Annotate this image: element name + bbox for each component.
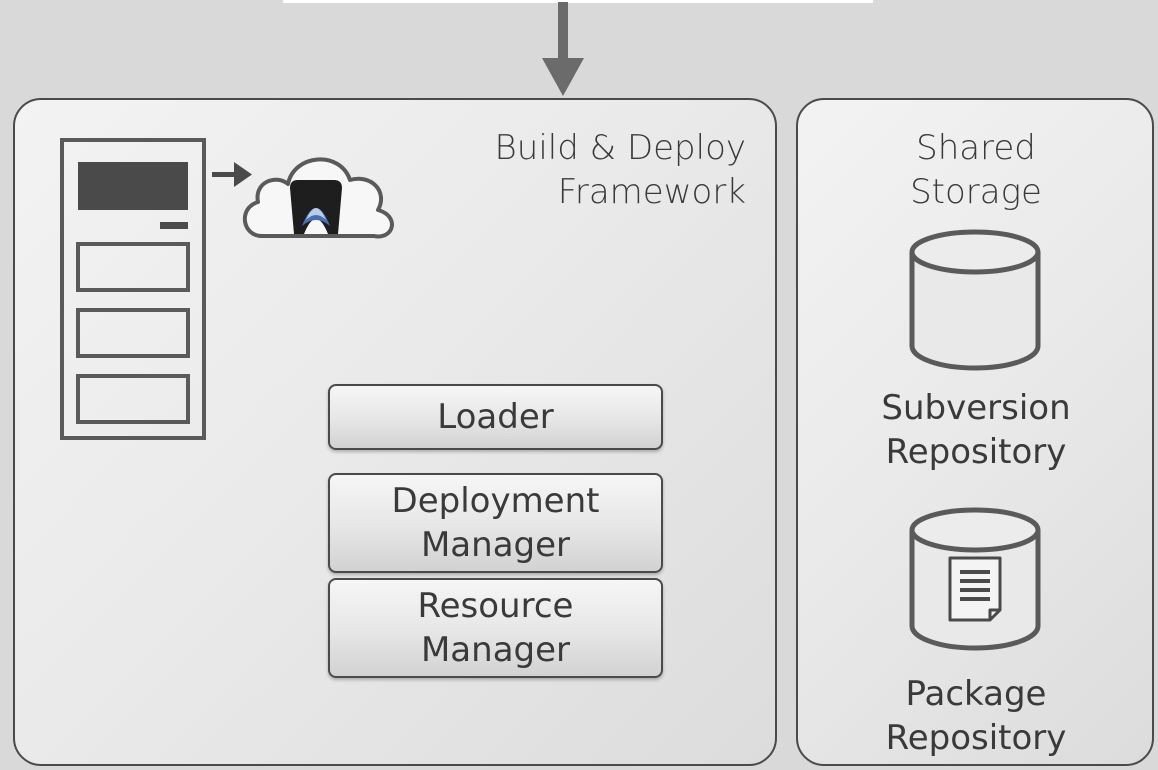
package-repository-line2: Repository (885, 718, 1067, 758)
build-deploy-title-line1: Build & Deploy (494, 128, 746, 168)
arrow-right-icon (212, 162, 252, 187)
database-icon (909, 229, 1041, 371)
deployment-manager-line1: Deployment (391, 481, 600, 521)
shared-storage-title-line2: Storage (910, 172, 1042, 212)
app-logo-icon (290, 180, 342, 234)
loader-module: Loader (328, 384, 663, 450)
arrow-down-icon (542, 2, 584, 96)
build-deploy-title: Build & Deploy Framework (440, 126, 746, 214)
loader-label: Loader (437, 397, 554, 437)
document-icon (948, 556, 1002, 622)
shared-storage-title-line1: Shared (916, 128, 1036, 168)
shared-storage-title: Shared Storage (800, 126, 1152, 214)
subversion-repository-line1: Subversion (881, 388, 1071, 428)
resource-manager-module: Resource Manager (328, 578, 663, 678)
resource-manager-line1: Resource (417, 586, 574, 626)
package-repository-line1: Package (905, 674, 1047, 714)
resource-manager-label: Resource Manager (418, 584, 574, 672)
build-deploy-title-line2: Framework (557, 172, 746, 212)
deployment-manager-module: Deployment Manager (328, 473, 663, 573)
subversion-repository-line2: Repository (885, 432, 1067, 472)
subversion-repository-label: Subversion Repository (800, 386, 1152, 474)
package-repository-label: Package Repository (800, 672, 1152, 760)
deployment-manager-line2: Manager (420, 525, 571, 565)
shared-storage-panel (796, 98, 1154, 766)
deployment-manager-label: Deployment Manager (392, 479, 600, 567)
top-connector-bar (283, 0, 873, 3)
resource-manager-line2: Manager (420, 630, 571, 670)
cloud-icon (212, 157, 394, 239)
server-rack-icon (60, 138, 206, 440)
database-document-icon (909, 507, 1041, 651)
